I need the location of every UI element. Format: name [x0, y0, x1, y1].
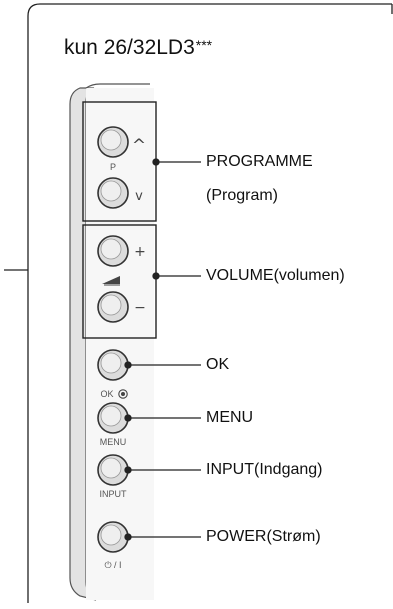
callout-programme-sub: (Program) — [206, 187, 279, 204]
leader-lines — [124, 158, 201, 541]
programme-up-symbol: ^ — [132, 136, 146, 156]
callout-volume: VOLUME(volumen) — [206, 267, 345, 284]
callout-programme: PROGRAMME — [206, 153, 313, 170]
menu-button[interactable] — [97, 402, 129, 434]
model-title-stars: *** — [195, 37, 213, 53]
volume-icon — [102, 276, 120, 286]
volume-down-symbol: − — [134, 300, 146, 316]
volume-group-box — [82, 224, 157, 339]
input-button-label: INPUT — [100, 489, 128, 499]
programme-up-button[interactable] — [97, 126, 129, 158]
model-title-text: kun 26/32LD3 — [64, 36, 195, 59]
volume-up-symbol: + — [134, 244, 146, 260]
programme-label: P — [110, 162, 116, 172]
callout-menu: MENU — [206, 409, 254, 426]
callout-input: INPUT(Indgang) — [206, 461, 323, 478]
callout-power: POWER(Strøm) — [206, 528, 321, 545]
programme-down-symbol: v — [135, 189, 143, 204]
ok-dot-icon — [118, 389, 128, 399]
ok-button-label: OK — [100, 389, 113, 399]
volume-up-button[interactable] — [97, 235, 129, 267]
power-button[interactable] — [97, 521, 129, 553]
input-button[interactable] — [97, 454, 129, 486]
programme-down-button[interactable] — [97, 177, 129, 209]
volume-down-button[interactable] — [97, 291, 129, 323]
ok-button[interactable] — [97, 349, 129, 381]
menu-button-label: MENU — [100, 437, 127, 447]
callout-ok: OK — [206, 356, 230, 373]
page-frame — [4, 3, 393, 603]
model-title: kun 26/32LD3*** — [64, 36, 212, 60]
tv-side-panel — [69, 83, 154, 601]
power-button-label: ⏻ / I — [104, 560, 121, 570]
